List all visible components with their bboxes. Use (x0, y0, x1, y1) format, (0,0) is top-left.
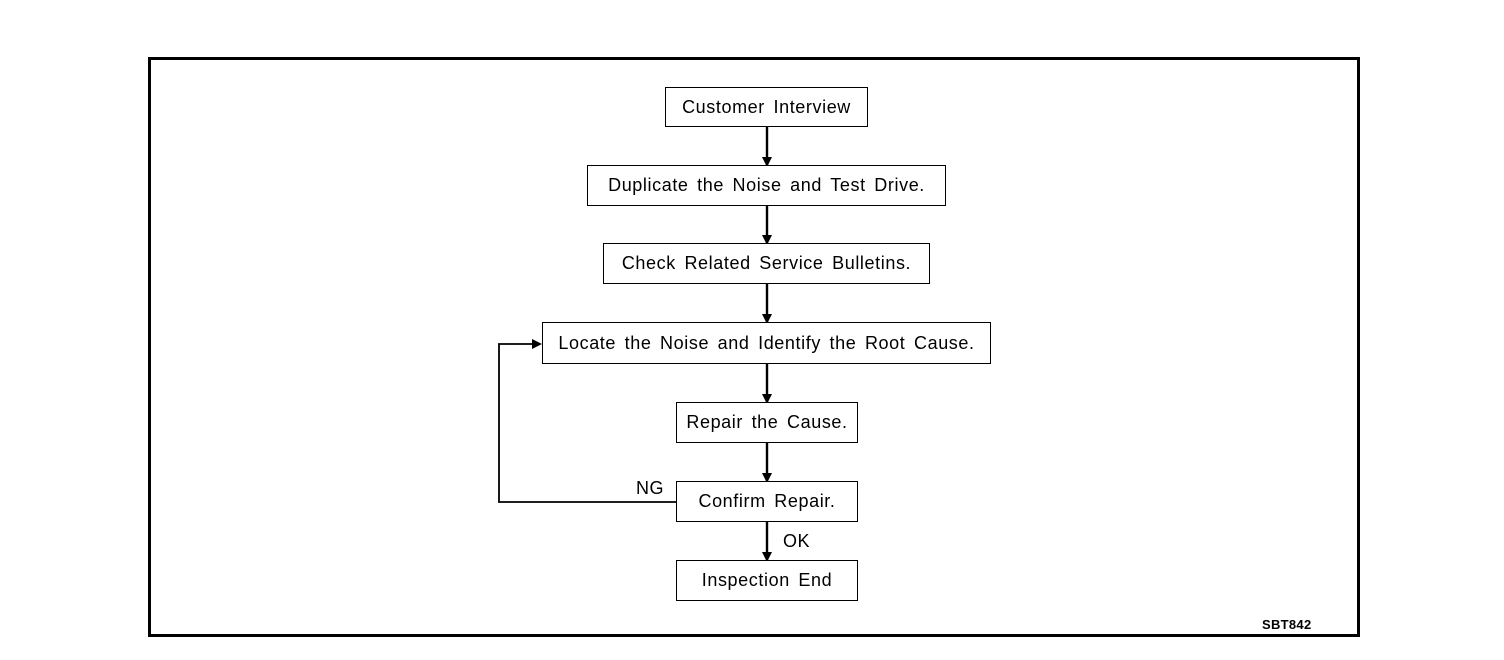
step-label: Repair the Cause. (686, 412, 848, 432)
step-label: Confirm Repair. (698, 491, 836, 511)
step-duplicate-noise: Duplicate the Noise and Test Drive. (587, 165, 946, 206)
edge-label-ok: OK (783, 531, 811, 551)
step-label: Locate the Noise and Identify the Root C… (558, 332, 975, 353)
step-repair-cause: Repair the Cause. (676, 402, 858, 443)
edge-label-ng: NG (636, 478, 664, 498)
step-label: Customer Interview (682, 96, 851, 117)
step-label: Duplicate the Noise and Test Drive. (608, 175, 925, 195)
step-label: Check Related Service Bulletins. (621, 253, 912, 273)
arrow-ng-loop (498, 339, 676, 503)
step-customer-interview: Customer Interview (665, 87, 868, 127)
step-label: Inspection End (701, 570, 833, 590)
step-confirm-repair: Confirm Repair. (676, 481, 858, 522)
figure-code: SBT842 (1262, 617, 1312, 632)
step-inspection-end: Inspection End (676, 560, 858, 601)
diagram-frame (148, 57, 1360, 637)
step-locate-noise: Locate the Noise and Identify the Root C… (542, 322, 991, 364)
step-check-bulletins: Check Related Service Bulletins. (603, 243, 930, 284)
